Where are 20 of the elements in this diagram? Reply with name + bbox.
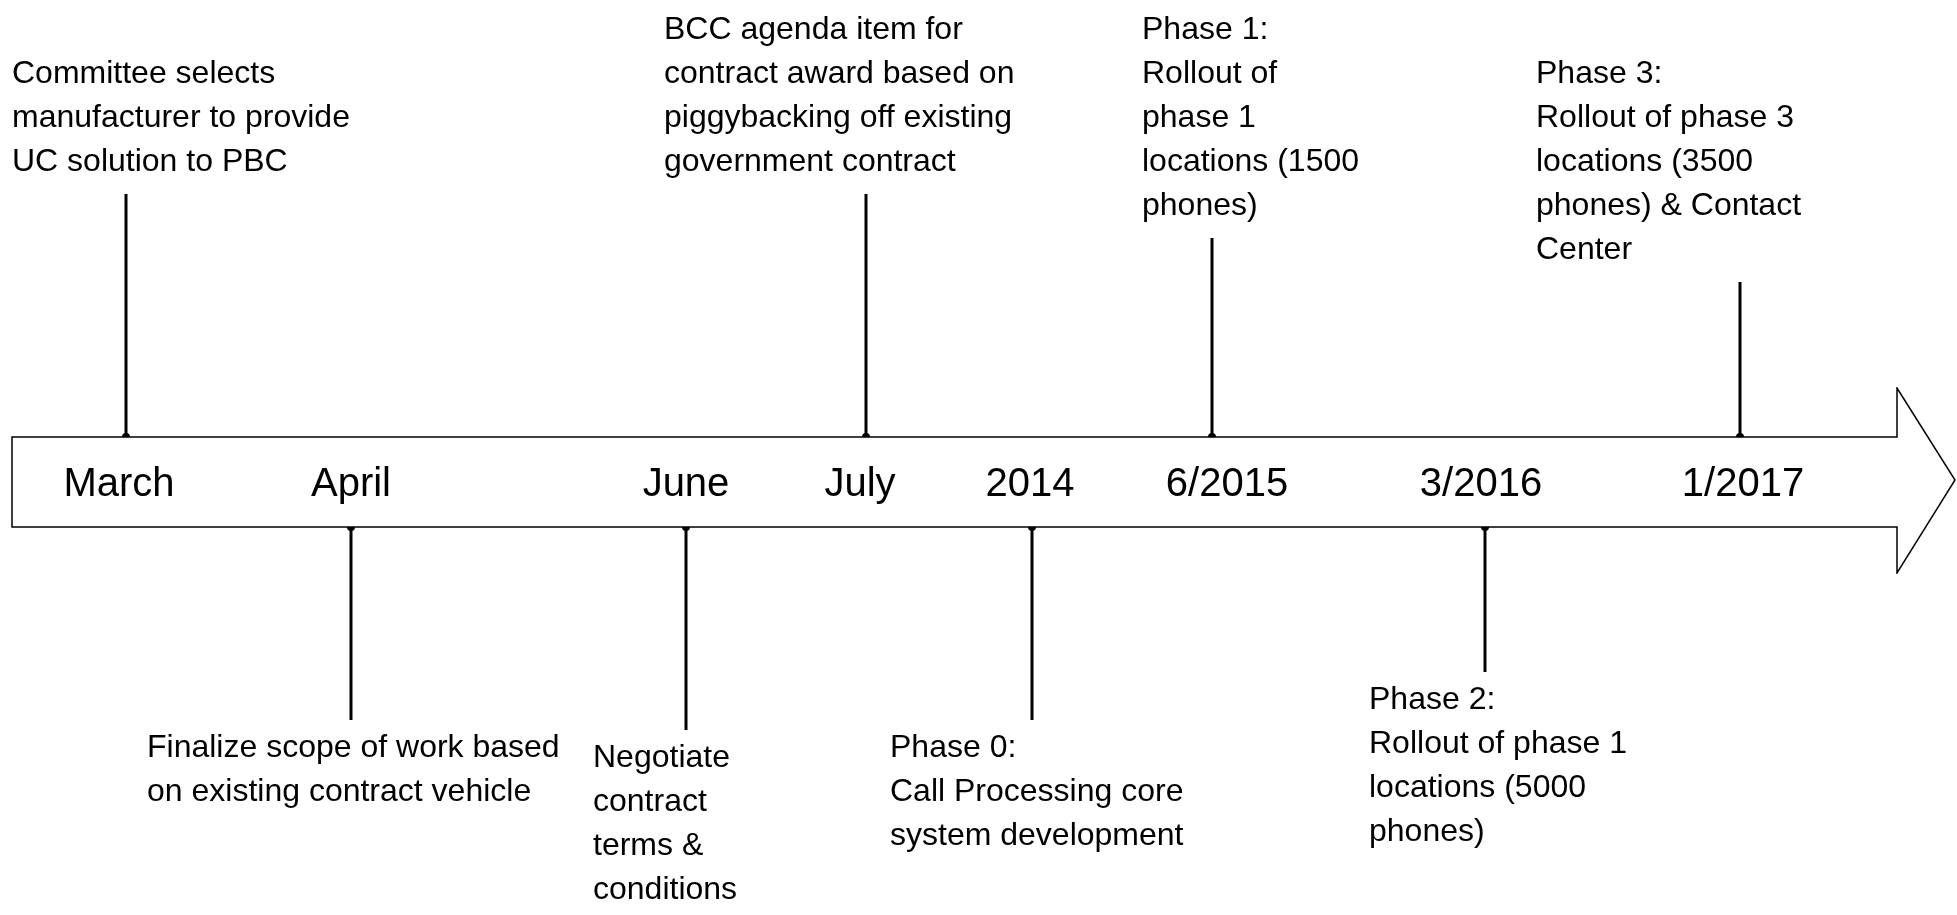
event-text: Phase 2: [1369,679,1497,718]
event-text: BCC agenda item for contract award based on piggybacking off existing government contract [664,9,1016,180]
date-label: 3/2016 [1419,459,1543,505]
event-text: Call Processing core system development [890,771,1185,854]
event-text: Phase 1: [1142,9,1270,48]
event-text: Negotiate contract terms & conditions [593,737,739,908]
date-label: 6/2015 [1165,459,1289,505]
date-label: 1/2017 [1681,459,1805,505]
date-label: April [311,459,391,505]
date-label: June [642,459,730,505]
event-text: Rollout of phase 3 locations (3500 phones) & Contact Center [1536,97,1803,268]
event-text: Committee selects manufacturer to provide UC solution to PBC [12,53,351,180]
event-text: Phase 0: [890,727,1018,766]
date-label: March [63,459,175,505]
event-text: Finalize scope of work based on existing contract vehicle [147,727,561,810]
event-text: Rollout of phase 1 locations (1500 phones) [1142,53,1361,224]
event-text: Rollout of phase 1 locations (5000 phones) [1369,723,1628,850]
date-label: July [824,459,896,505]
event-text: Phase 3: [1536,53,1664,92]
date-label: 2014 [985,459,1075,505]
